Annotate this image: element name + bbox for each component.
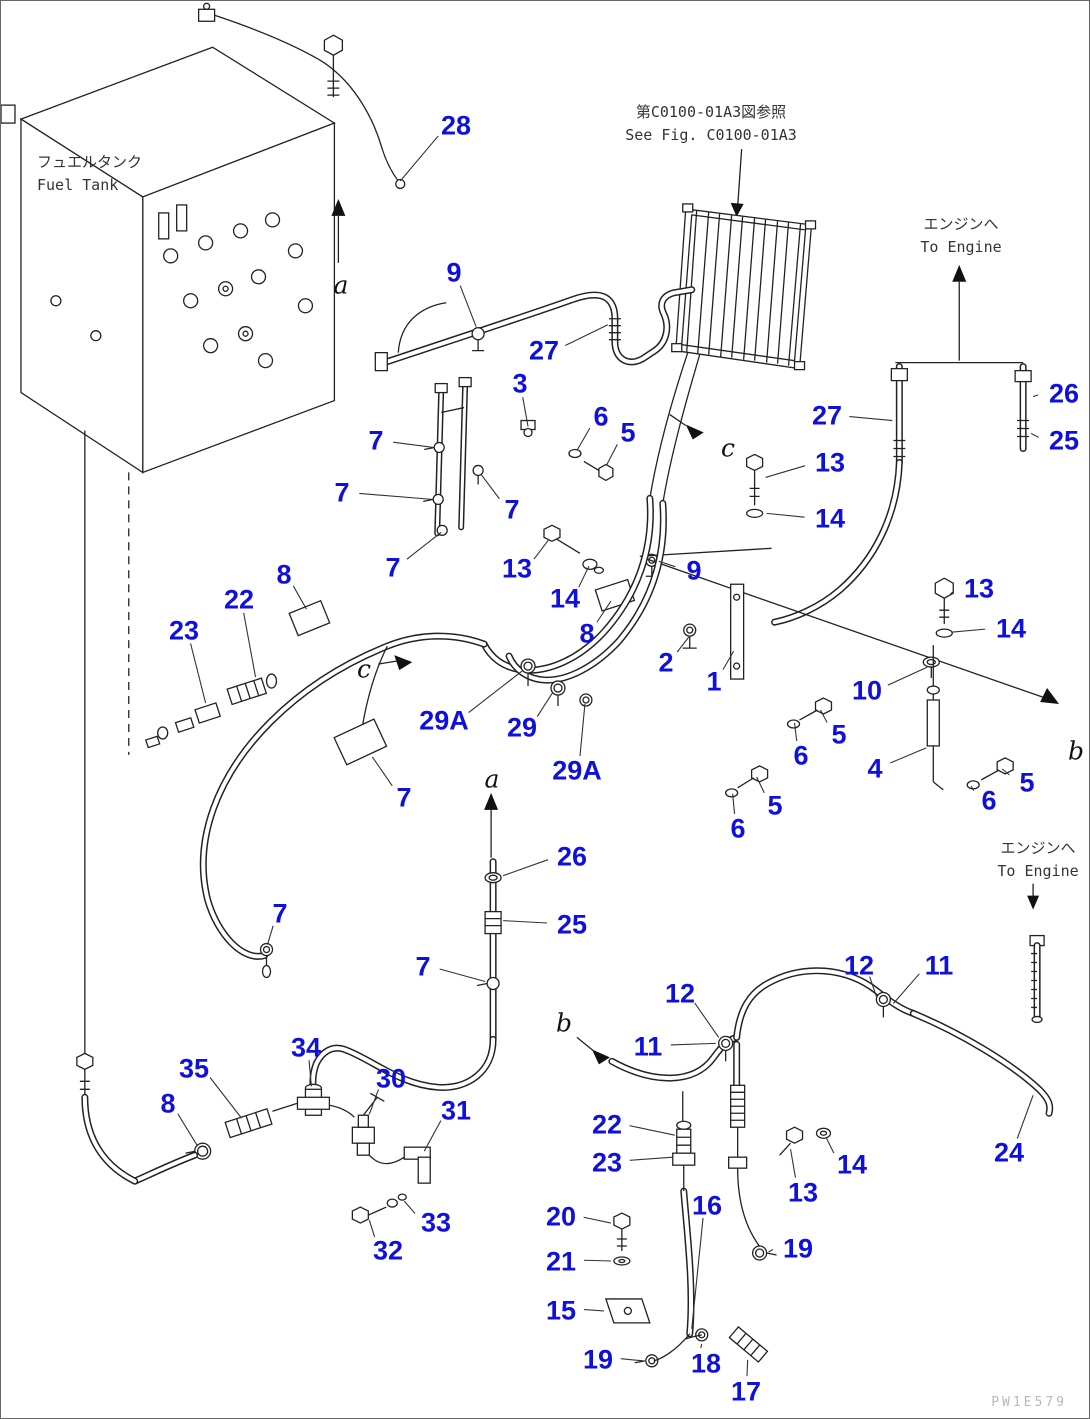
callout-13: 13	[501, 553, 533, 584]
callout-4: 4	[867, 753, 883, 784]
to-engine-top-jp: エンジンへ	[923, 215, 999, 233]
callout-20: 20	[545, 1201, 577, 1232]
callout-7: 7	[334, 477, 350, 508]
callout-5: 5	[1019, 767, 1035, 798]
watermark: PW1E579	[991, 1395, 1067, 1410]
callout-13: 13	[787, 1177, 819, 1208]
to-engine-right-jp: エンジンへ	[1000, 839, 1076, 857]
callout-28: 28	[440, 110, 472, 141]
callout-24: 24	[993, 1137, 1025, 1168]
callout-16: 16	[691, 1190, 723, 1221]
callout-15: 15	[545, 1295, 577, 1326]
callout-23: 23	[168, 615, 200, 646]
callout-30: 30	[375, 1063, 407, 1094]
callout-5: 5	[831, 719, 847, 750]
callout-32: 32	[372, 1235, 404, 1266]
bottom-right-hoses-drawing	[576, 883, 1054, 1117]
callout-25: 25	[556, 909, 588, 940]
callout-14: 14	[836, 1149, 868, 1180]
callout-21: 21	[545, 1246, 577, 1277]
heat-cover-drawing	[671, 148, 817, 371]
callout-6: 6	[793, 740, 809, 771]
callout-8: 8	[276, 559, 292, 590]
fuel-tank-label: フュエルタンク Fuel Tank	[37, 151, 142, 198]
fuel-tank-label-jp: フュエルタンク	[37, 153, 143, 171]
callout-26: 26	[556, 841, 588, 872]
callout-13: 13	[963, 573, 995, 604]
callout-18: 18	[690, 1348, 722, 1379]
callout-25: 25	[1048, 425, 1080, 456]
flow-letter-b: b	[1067, 736, 1085, 766]
callout-35: 35	[178, 1053, 210, 1084]
callout-9: 9	[446, 257, 462, 288]
callout-26: 26	[1048, 378, 1080, 409]
bottom-left-assembly-drawing	[76, 1052, 431, 1224]
callout-8: 8	[579, 618, 595, 649]
see-fig-label-jp: 第C0100-01A3図参照	[635, 103, 787, 121]
callout-8: 8	[160, 1088, 176, 1119]
callout-5: 5	[620, 417, 636, 448]
callout-6: 6	[981, 785, 997, 816]
callout-7: 7	[272, 898, 288, 929]
callout-34: 34	[290, 1032, 322, 1063]
callout-29: 29	[506, 712, 538, 743]
flow-arrow-a-top	[331, 198, 346, 263]
callout-7: 7	[396, 782, 412, 813]
tank-top-fittings-drawing	[197, 2, 406, 190]
callout-33: 33	[420, 1207, 452, 1238]
to-engine-right-en: To Engine	[997, 862, 1079, 881]
callout-14: 14	[549, 583, 581, 614]
callout-19: 19	[782, 1233, 814, 1264]
callout-11: 11	[633, 1031, 663, 1062]
see-fig-label-en: See Fig. C0100-01A3	[625, 126, 797, 145]
callout-3: 3	[512, 368, 528, 399]
flow-letter-a: a	[484, 764, 500, 794]
callout-27: 27	[528, 335, 560, 366]
to-engine-label-top: エンジンへ To Engine	[881, 213, 1041, 260]
callout-13: 13	[814, 447, 846, 478]
callout-14: 14	[995, 613, 1027, 644]
flow-letter-c: c	[720, 433, 736, 463]
bottom-center-assembly-drawing	[604, 1040, 832, 1368]
callout-12: 12	[843, 950, 875, 981]
leader-lines	[177, 135, 1039, 1376]
engine-lines-right-drawing	[639, 264, 1060, 798]
callout-10: 10	[851, 675, 883, 706]
callout-7: 7	[415, 951, 431, 982]
callout-6: 6	[593, 401, 609, 432]
callout-29A: 29A	[419, 705, 469, 736]
left-fittings-drawing	[144, 599, 331, 749]
callout-17: 17	[730, 1376, 762, 1407]
to-engine-top-en: To Engine	[920, 238, 1002, 257]
callout-22: 22	[591, 1109, 623, 1140]
mid-pipe-drawing	[309, 792, 502, 1095]
fuel-tank-label-en: Fuel Tank	[37, 176, 119, 195]
callout-6: 6	[730, 813, 746, 844]
callout-31: 31	[440, 1095, 472, 1126]
callout-22: 22	[223, 584, 255, 615]
callout-14: 14	[814, 503, 846, 534]
callout-5: 5	[767, 790, 783, 821]
callout-2: 2	[658, 647, 674, 678]
center-assembly-drawing	[199, 352, 764, 979]
callout-7: 7	[368, 425, 384, 456]
callout-11: 11	[924, 950, 954, 981]
callout-12: 12	[664, 978, 696, 1009]
to-engine-label-right: エンジンへ To Engine	[958, 837, 1089, 884]
callout-7: 7	[504, 494, 520, 525]
callout-23: 23	[591, 1147, 623, 1178]
fuel-tank-drawing	[1, 46, 336, 1054]
callout-7: 7	[385, 552, 401, 583]
callout-9: 9	[686, 555, 702, 586]
callout-29A: 29A	[552, 755, 602, 786]
flow-letter-b: b	[555, 1008, 573, 1038]
flow-letter-a: a	[333, 270, 349, 300]
see-fig-label: 第C0100-01A3図参照 See Fig. C0100-01A3	[586, 101, 836, 148]
callout-19: 19	[582, 1344, 614, 1375]
flow-letter-c: c	[356, 654, 372, 684]
callout-27: 27	[811, 400, 843, 431]
callout-1: 1	[706, 666, 722, 697]
